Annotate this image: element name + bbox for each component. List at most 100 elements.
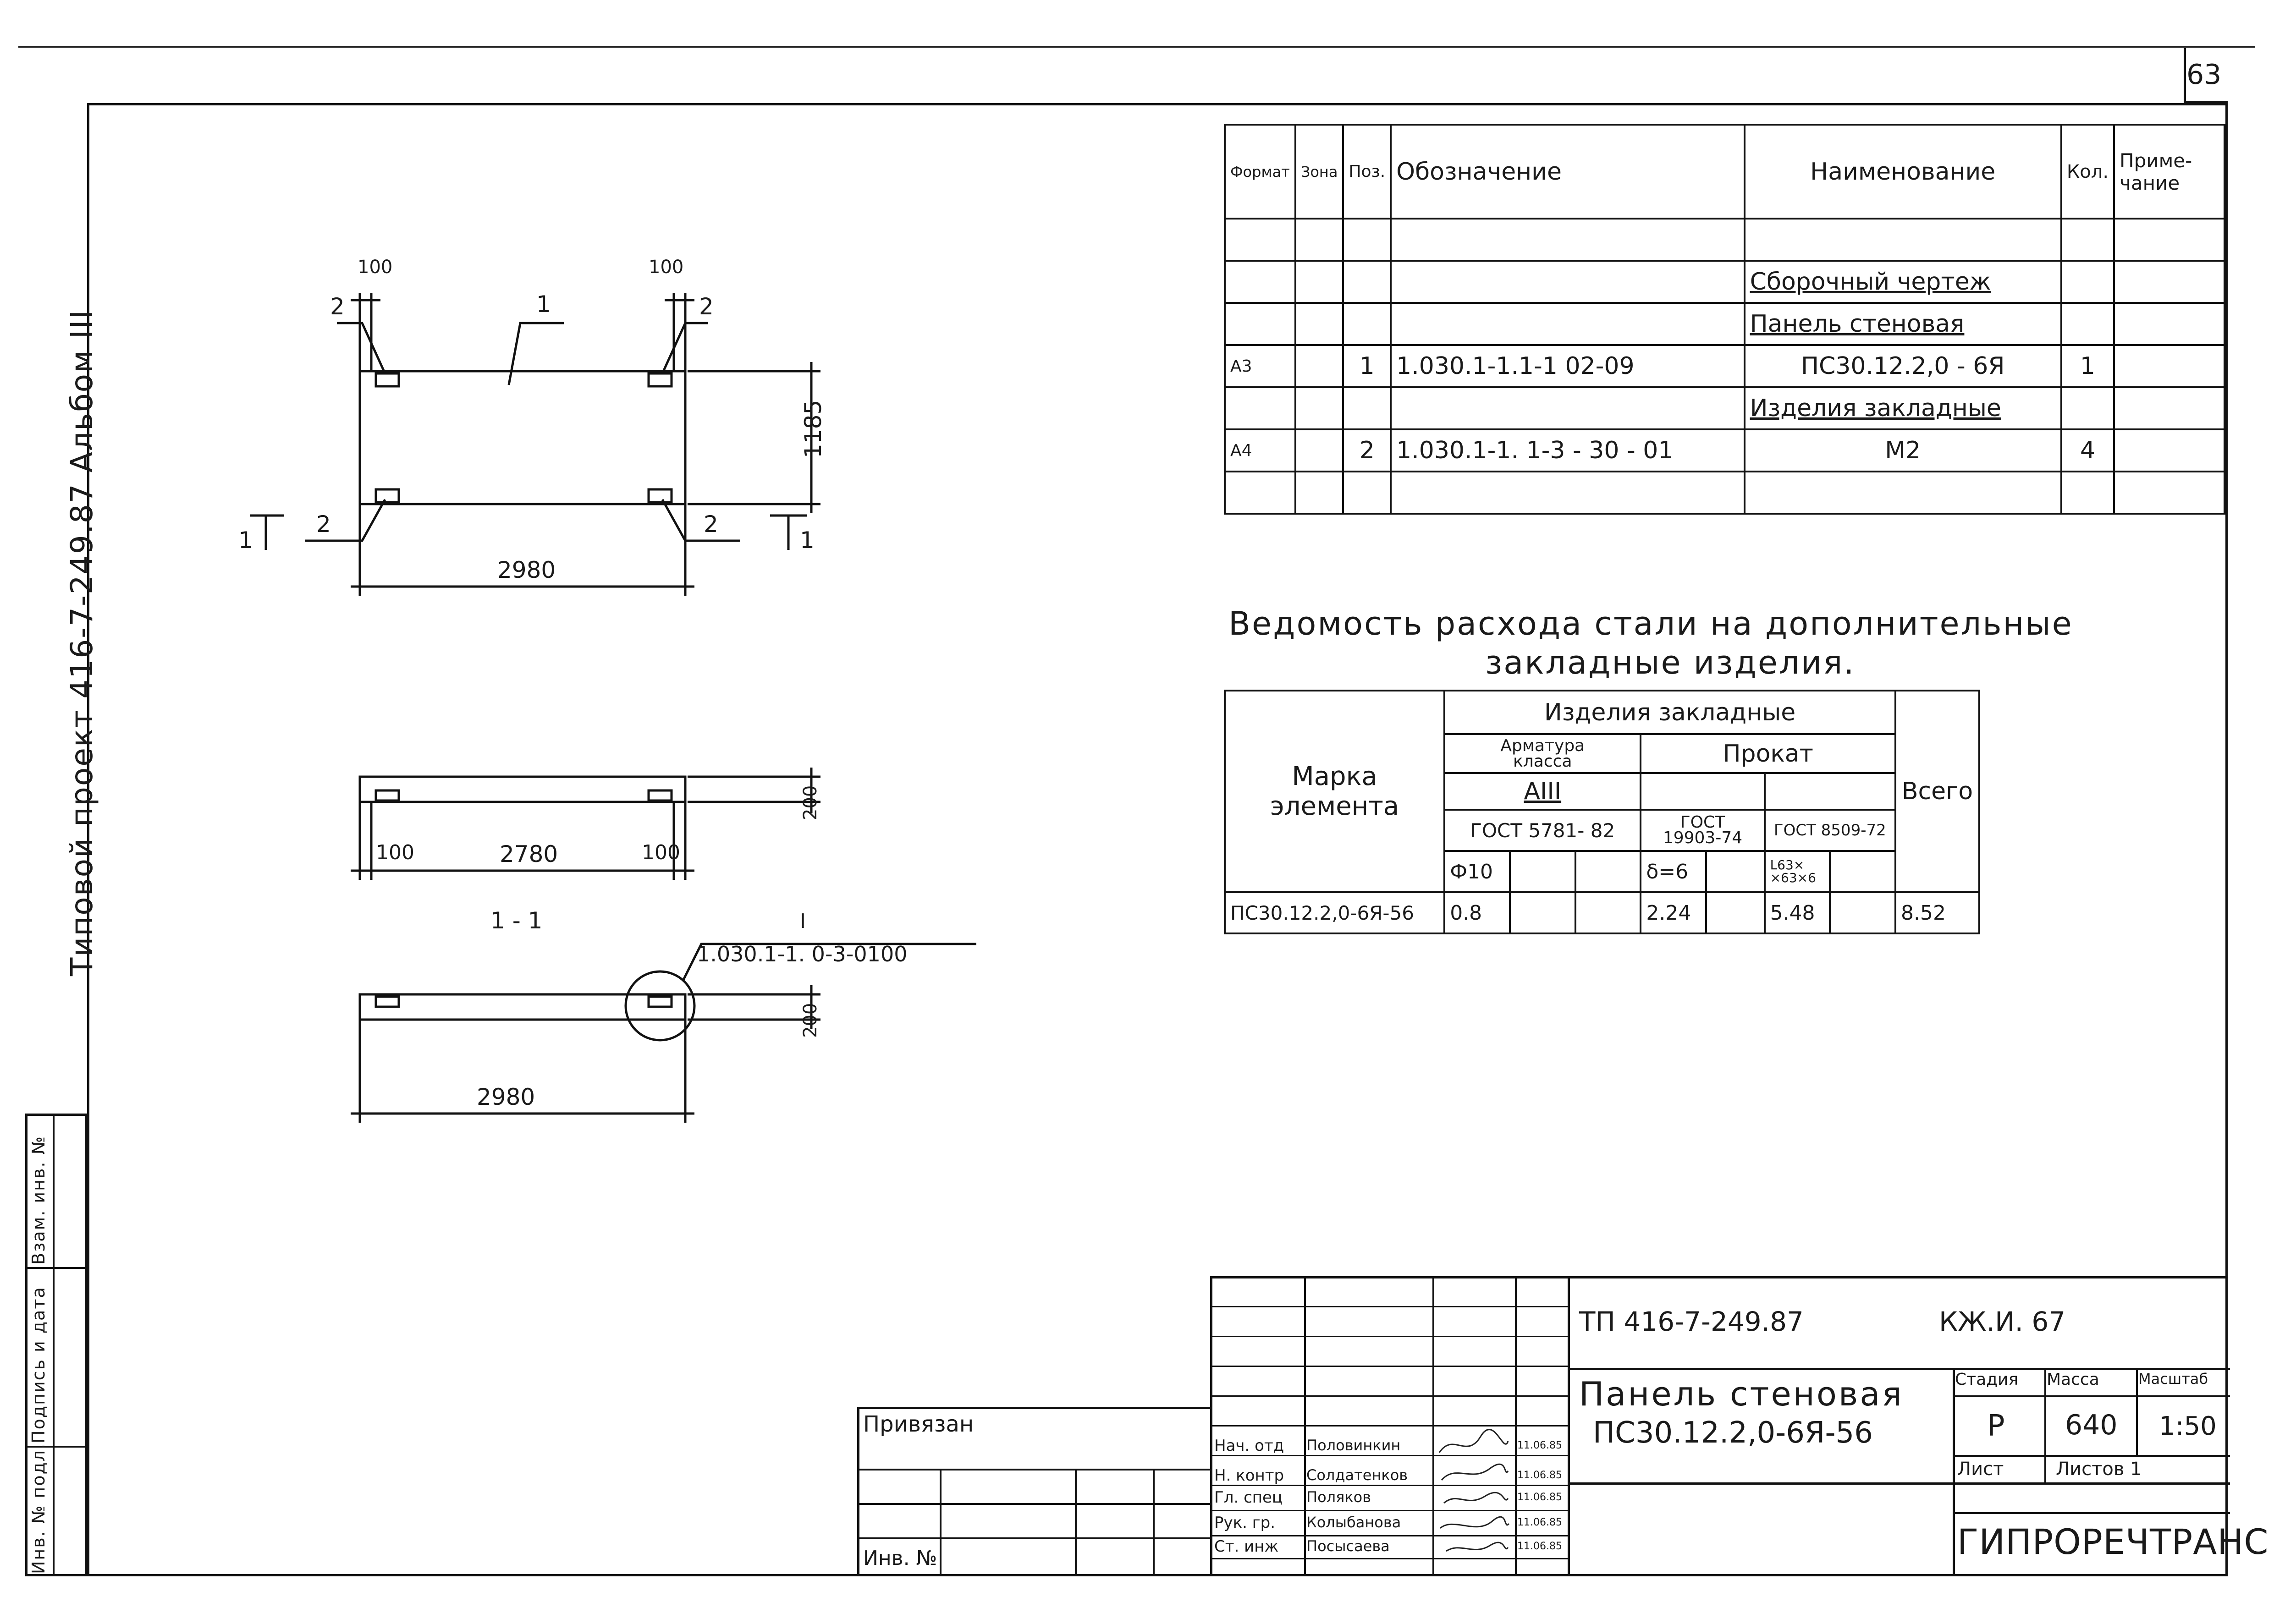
spec-header-pos: Поз. bbox=[1342, 124, 1392, 219]
pos-label-2-tl: 2 bbox=[330, 293, 345, 320]
steel-sheet-title-line1: Ведомость расхода стали на дополнительны… bbox=[1228, 605, 2073, 642]
tb-scale-label: Масштаб bbox=[2138, 1370, 2208, 1388]
col-total: Всего bbox=[1894, 690, 1980, 893]
rolled-standard-1: ГОСТ 19903-74 bbox=[1640, 809, 1766, 852]
signature-scribbles bbox=[1438, 1429, 1510, 1552]
dim-plan-top-left: 100 bbox=[358, 257, 393, 278]
tb-mass: 640 bbox=[2065, 1409, 2118, 1441]
spec-header-format: Формат bbox=[1224, 124, 1296, 219]
rebar-class: AIII bbox=[1443, 772, 1642, 811]
tb-sheet-label: Лист bbox=[1957, 1459, 2004, 1480]
sheet-number: 63 bbox=[2186, 59, 2222, 91]
spec-name-panel-heading: Панель стеновая bbox=[1743, 302, 2062, 346]
spec-header-row: Формат Зона Поз. Обозначение Наименовани… bbox=[1224, 124, 2225, 219]
tb-title-line2: ПС30.12.2,0-6Я-56 bbox=[1593, 1416, 1873, 1450]
callout-reference: 1.030.1-1. 0-3-0100 bbox=[697, 942, 908, 966]
rebar-class-header: Арматура класса bbox=[1443, 733, 1642, 774]
sig-date-2: 11.06.85 bbox=[1517, 1492, 1562, 1503]
left-stamp: Взам. инв. № Подпись и дата Инв. № подл. bbox=[25, 1114, 87, 1576]
col-element-mark: Марка элемента bbox=[1223, 690, 1446, 893]
steel-sheet-title-line2: закладные изделия. bbox=[1485, 644, 1856, 681]
table-row: ПС30.12.2,0-6Я-56 0.8 2.24 5.48 8.52 bbox=[1223, 891, 1980, 934]
table-row: А4 2 1.030.1-1. 1-3 - 30 - 01 М2 4 bbox=[1224, 428, 2225, 472]
spec-header-name: Наименование bbox=[1743, 124, 2062, 219]
sig-name-4: Посысаева bbox=[1306, 1537, 1390, 1555]
callout-mark: I bbox=[800, 910, 806, 933]
rolled-size-2: L63× ×63×6 bbox=[1763, 850, 1831, 893]
dim-plan-length: 2980 bbox=[497, 557, 556, 583]
bound-label: Привязан bbox=[863, 1411, 974, 1437]
tb-title-line1: Панель стеновая bbox=[1579, 1375, 1904, 1413]
tb-stage-label: Стадия bbox=[1955, 1370, 2019, 1389]
table-row bbox=[1224, 218, 2225, 262]
dim-side-left: 100 bbox=[376, 841, 414, 864]
tb-code: ТП 416-7-249.87 bbox=[1579, 1306, 1804, 1337]
section-label: 1 - 1 bbox=[490, 907, 543, 934]
dim-section-length: 2980 bbox=[477, 1084, 535, 1110]
embed-plan-bl bbox=[374, 488, 400, 504]
table-row: Панель стеновая bbox=[1224, 302, 2225, 346]
dim-plan-height: 1185 bbox=[800, 400, 826, 458]
group-embedded-items: Изделия закладные bbox=[1443, 690, 1897, 735]
sig-role-4: Ст. инж bbox=[1214, 1537, 1279, 1556]
section-mark-right: 1 bbox=[800, 527, 815, 554]
rolled-standard-2: ГОСТ 8509-72 bbox=[1763, 809, 1897, 852]
tb-sheets-label: Листов 1 bbox=[2056, 1459, 2142, 1480]
pos-label-1: 1 bbox=[536, 291, 551, 318]
sig-date-3: 11.06.85 bbox=[1517, 1517, 1562, 1528]
embed-plan-tl bbox=[374, 372, 400, 388]
tb-organization: ГИПРОРЕЧТРАНС bbox=[1957, 1521, 2269, 1562]
dim-section-thickness: 200 bbox=[800, 1003, 821, 1038]
callout-circle bbox=[624, 970, 696, 1042]
tb-mass-label: Масса bbox=[2047, 1370, 2099, 1389]
sig-name-0: Половинкин bbox=[1306, 1437, 1401, 1454]
table-row bbox=[1224, 471, 2225, 515]
panel-section-outline bbox=[358, 993, 687, 1021]
table-row: Сборочный чертеж bbox=[1224, 260, 2225, 304]
sig-date-1: 11.06.85 bbox=[1517, 1470, 1562, 1481]
steel-consumption-table: Марка элемента Изделия закладные Всего А… bbox=[1223, 690, 1980, 934]
embed-plan-br bbox=[647, 488, 673, 504]
dim-plan-top-right: 100 bbox=[649, 257, 684, 278]
spec-header-note: Приме- чание bbox=[2113, 124, 2225, 219]
rebar-standard: ГОСТ 5781- 82 bbox=[1443, 809, 1642, 852]
top-trim-line bbox=[18, 46, 2255, 48]
dim-side-right: 100 bbox=[642, 841, 680, 864]
sig-role-1: Н. контр bbox=[1214, 1466, 1284, 1485]
sig-role-0: Нач. отд bbox=[1214, 1437, 1284, 1455]
panel-side-outline bbox=[358, 775, 687, 803]
pos-label-2-tr: 2 bbox=[699, 293, 714, 320]
rolled-size-1: δ=6 bbox=[1640, 850, 1707, 893]
section-mark-left: 1 bbox=[238, 527, 253, 554]
rolled-header: Прокат bbox=[1640, 733, 1897, 774]
sig-date-0: 11.06.85 bbox=[1517, 1440, 1562, 1451]
dim-side-mid: 2780 bbox=[500, 841, 558, 867]
table-row: Изделия закладные bbox=[1224, 386, 2225, 430]
specification-table: Формат Зона Поз. Обозначение Наименовани… bbox=[1224, 124, 2225, 515]
spec-header-zone: Зона bbox=[1294, 124, 1344, 219]
panel-plan-outline bbox=[358, 370, 687, 505]
tb-scale: 1:50 bbox=[2159, 1411, 2217, 1441]
dim-side-thickness: 200 bbox=[800, 785, 821, 820]
sig-role-2: Гл. спец bbox=[1214, 1488, 1283, 1507]
spec-header-designation: Обозначение bbox=[1390, 124, 1745, 219]
sig-name-3: Колыбанова bbox=[1306, 1514, 1401, 1531]
spec-name-embeds-heading: Изделия закладные bbox=[1743, 386, 2062, 430]
sig-date-4: 11.06.85 bbox=[1517, 1541, 1562, 1552]
sig-name-1: Солдатенков bbox=[1306, 1466, 1408, 1484]
sig-role-3: Рук. гр. bbox=[1214, 1514, 1276, 1532]
pos-label-2-bl: 2 bbox=[316, 511, 331, 538]
pos-label-2-br: 2 bbox=[704, 511, 718, 538]
table-row: А3 1 1.030.1-1.1-1 02-09 ПС30.12.2,0 - 6… bbox=[1224, 344, 2225, 388]
binding-block: Привязан Инв. № bbox=[857, 1407, 1212, 1576]
rebar-size: Ф10 bbox=[1443, 850, 1511, 893]
embed-plan-tr bbox=[647, 372, 673, 388]
spec-name-assembly: Сборочный чертеж bbox=[1743, 260, 2062, 304]
title-block: Нач. отд Половинкин 11.06.85 Н. контр Со… bbox=[1210, 1276, 2268, 1576]
drawing-frame bbox=[87, 103, 2228, 1576]
sig-name-2: Поляков bbox=[1306, 1488, 1371, 1506]
sheet-number-box bbox=[2184, 48, 2228, 103]
inv-label: Инв. № bbox=[863, 1547, 937, 1570]
tb-sheet-code: КЖ.И. 67 bbox=[1939, 1306, 2066, 1337]
